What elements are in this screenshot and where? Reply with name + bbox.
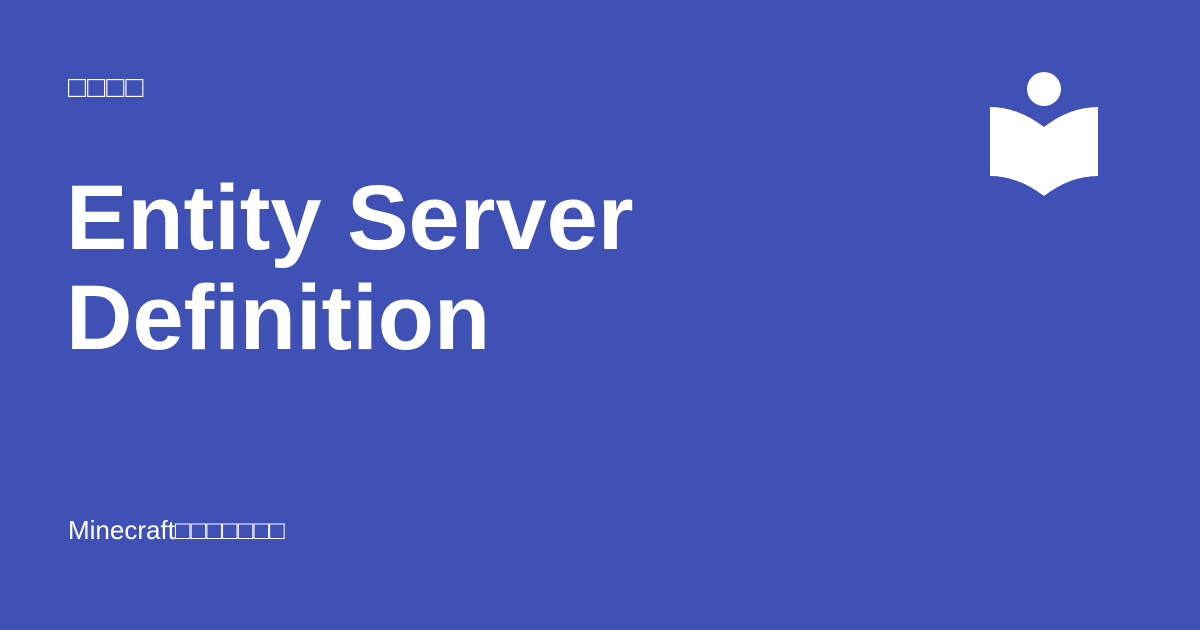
title-line-1: Entity Server bbox=[66, 167, 634, 269]
page-title: Entity Server Definition bbox=[66, 168, 886, 368]
title-line-2: Definition bbox=[66, 267, 491, 369]
category-label: □□□□ bbox=[68, 71, 145, 104]
site-name: Minecraft□□□□□□□ bbox=[68, 515, 285, 545]
reader-book-icon bbox=[990, 72, 1098, 196]
